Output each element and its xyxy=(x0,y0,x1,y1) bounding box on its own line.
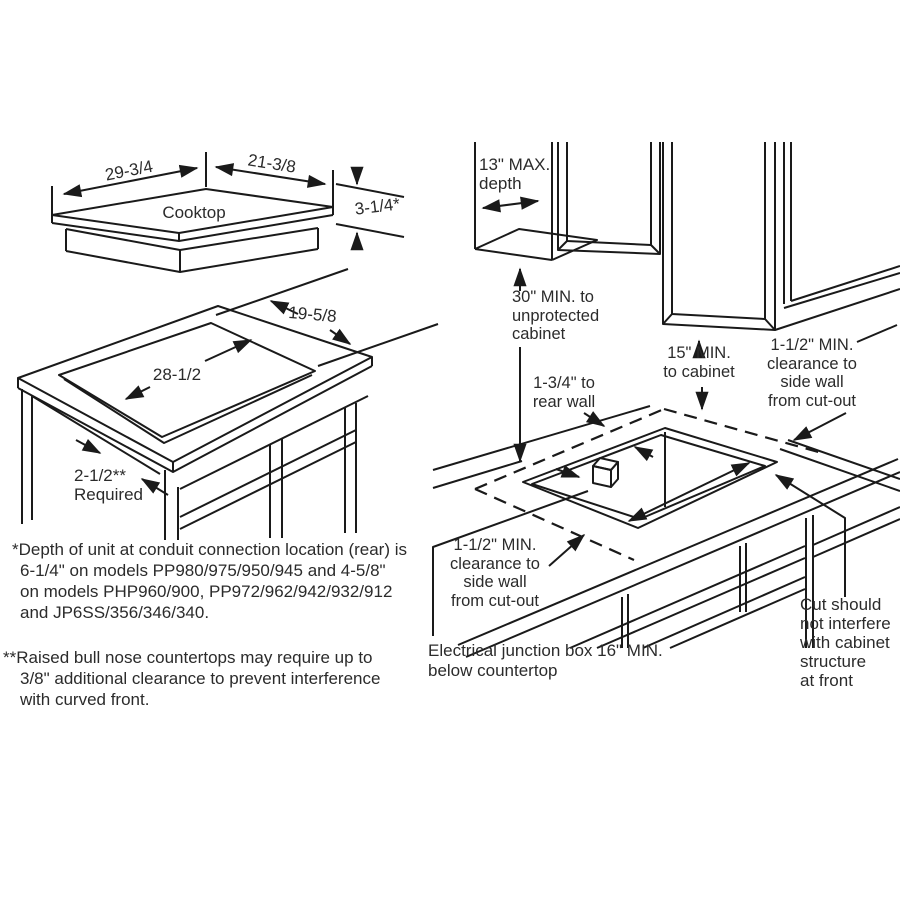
label-front-rail: 2-1/2** Required xyxy=(74,466,143,504)
label-front-rail-line2: Required xyxy=(74,485,143,504)
label-cut-note-line2: not interfere xyxy=(800,614,891,633)
label-30-min-line2: unprotected xyxy=(512,306,600,325)
label-cut-note-line3: with cabinet xyxy=(800,633,890,652)
footnote-depth-line2: 6-1/4" on models PP980/975/950/945 and 4… xyxy=(20,561,386,580)
install-drawing xyxy=(432,142,900,658)
label-clearance-right-line3: side wall xyxy=(780,373,844,391)
label-clearance-left-line2: clearance to xyxy=(450,554,540,573)
label-cut-note-line4: structure xyxy=(800,652,867,671)
dim-19-5-8: 19-5/8 xyxy=(288,303,338,326)
footnote-depth-line1: *Depth of unit at conduit connection loc… xyxy=(12,540,408,559)
label-clearance-right-line2: clearance to xyxy=(767,354,857,373)
label-clearance-left: 1-1/2" MIN. clearance to side wall from … xyxy=(443,536,547,610)
label-max-depth: 13" MAX. depth xyxy=(479,155,550,193)
label-cut-note: Cut should not interfere with cabinet st… xyxy=(800,595,891,690)
label-junction-box: Electrical junction box 16" MIN. below c… xyxy=(428,641,663,681)
label-max-depth-line2: depth xyxy=(479,174,522,193)
label-junction-box-line2: below countertop xyxy=(428,661,558,680)
label-clearance-left-line3: side wall xyxy=(463,573,527,591)
cooktop-drawing: 29-3/4 21-3/8 3-1/4* Cooktop xyxy=(51,150,405,273)
label-clearance-right-line4: from cut-out xyxy=(767,391,857,410)
footnote-bullnose: **Raised bull nose countertops may requi… xyxy=(3,647,380,710)
label-30-min-line1: 30" MIN. to xyxy=(512,288,594,306)
label-30-min-line3: cabinet xyxy=(512,325,566,343)
footnote-depth-line4: and JP6SS/356/346/340. xyxy=(20,603,210,622)
footnote-bullnose-line2: 3/8" additional clearance to prevent int… xyxy=(20,669,381,688)
label-30-min: 30" MIN. to unprotected cabinet xyxy=(512,288,599,344)
label-clearance-left-line4: from cut-out xyxy=(450,591,540,610)
label-junction-box-line1: Electrical junction box 16" MIN. xyxy=(428,641,663,660)
cooktop-label: Cooktop xyxy=(162,203,225,222)
label-clearance-right-line1: 1-1/2" MIN. xyxy=(770,336,854,354)
label-front-rail-line1: 2-1/2** xyxy=(74,466,126,485)
footnote-bullnose-line3: with curved front. xyxy=(20,690,150,709)
label-cut-note-line5: at front xyxy=(800,671,853,690)
label-clearance-right: 1-1/2" MIN. clearance to side wall from … xyxy=(760,336,864,410)
label-rear-wall: 1-3/4" to rear wall xyxy=(522,374,606,411)
label-rear-wall-line2: rear wall xyxy=(532,392,596,411)
label-clearance-left-line1: 1-1/2" MIN. xyxy=(453,536,537,554)
footnote-bullnose-line1: **Raised bull nose countertops may requi… xyxy=(3,648,373,667)
label-rear-wall-line1: 1-3/4" to xyxy=(533,374,595,392)
label-15-min: 15" MIN. to cabinet xyxy=(659,344,739,381)
dim-28-1-2: 28-1/2 xyxy=(153,365,201,384)
label-15-min-line1: 15" MIN. xyxy=(667,344,731,362)
footnote-depth-line3: on models PHP960/900, PP972/962/942/932/… xyxy=(20,582,393,601)
dim-3-1-4: 3-1/4* xyxy=(354,194,402,218)
footnote-depth: *Depth of unit at conduit connection loc… xyxy=(12,539,407,623)
cutout-drawing: 19-5/8 28-1/2 xyxy=(17,268,439,540)
label-15-min-line2: to cabinet xyxy=(663,362,735,381)
label-max-depth-line1: 13" MAX. xyxy=(479,155,551,174)
label-cut-note-line1: Cut should xyxy=(800,595,882,614)
